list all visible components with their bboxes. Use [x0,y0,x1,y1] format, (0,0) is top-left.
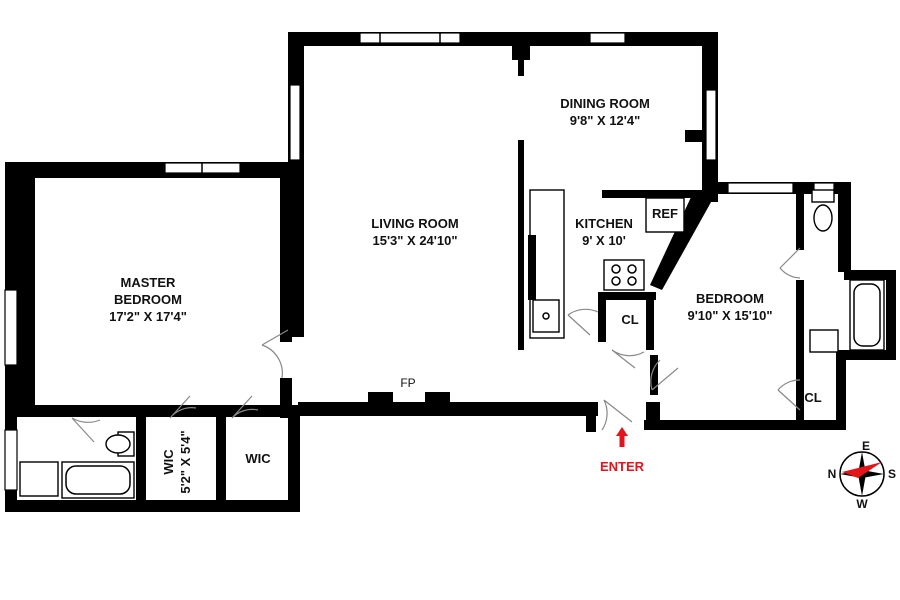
bedroom-dims: 9'10" X 15'10" [687,308,772,323]
master-bedroom-dims: 17'2" X 17'4" [109,309,187,324]
dining-room-dims: 9'8" X 12'4" [570,113,641,128]
kitchen-label: KITCHEN 9' X 10' [575,216,633,248]
kitchen-closet-label: CL [621,312,638,327]
bedroom-label: BEDROOM 9'10" X 15'10" [687,291,772,323]
refrigerator [645,197,685,233]
entry-arrow-icon [616,427,628,447]
dining-room-name: DINING ROOM [560,96,650,111]
kitchen-dims: 9' X 10' [582,233,626,248]
master-bedroom-label: MASTER BEDROOM 17'2" X 17'4" [109,275,187,324]
master-bathtub [61,461,135,499]
compass-e: E [862,439,870,453]
wic-name: WIC [245,451,271,466]
bedroom-closet-label: CL [804,390,821,405]
wic-small-label: WIC 5'2" X 5'4" [161,430,193,493]
living-room-label: LIVING ROOM 15'3" X 24'10" [371,216,458,248]
entry-label: ENTER [600,459,645,474]
fixtures [19,189,885,499]
bedroom-bath-sink [809,329,839,353]
door-swings [71,247,801,443]
kitchen-sink [532,299,560,333]
master-bath-sink [19,461,59,497]
ref-label: REF [652,206,678,221]
compass: N E S W [828,439,896,511]
compass-w: W [856,497,868,511]
master-bedroom-name-1: MASTER [121,275,177,290]
wic-small-name: WIC [161,449,176,475]
bedroom-name: BEDROOM [696,291,764,306]
bedroom-toilet [813,204,833,232]
stove [603,259,645,291]
wic-small-dims: 5'2" X 5'4" [178,430,193,493]
compass-n: N [828,467,837,481]
dining-room-label: DINING ROOM 9'8" X 12'4" [560,96,650,128]
compass-north-needle-icon [842,462,882,478]
bedroom-bathtub [849,279,885,351]
walls [5,32,896,512]
living-room-dims: 15'3" X 24'10" [372,233,457,248]
living-room-name: LIVING ROOM [371,216,458,231]
windows [4,32,835,491]
compass-s: S [888,467,896,481]
kitchen-name: KITCHEN [575,216,633,231]
fireplace-label: FP [400,376,415,390]
master-bedroom-name-2: BEDROOM [114,292,182,307]
entry-marker: ENTER [600,427,645,474]
